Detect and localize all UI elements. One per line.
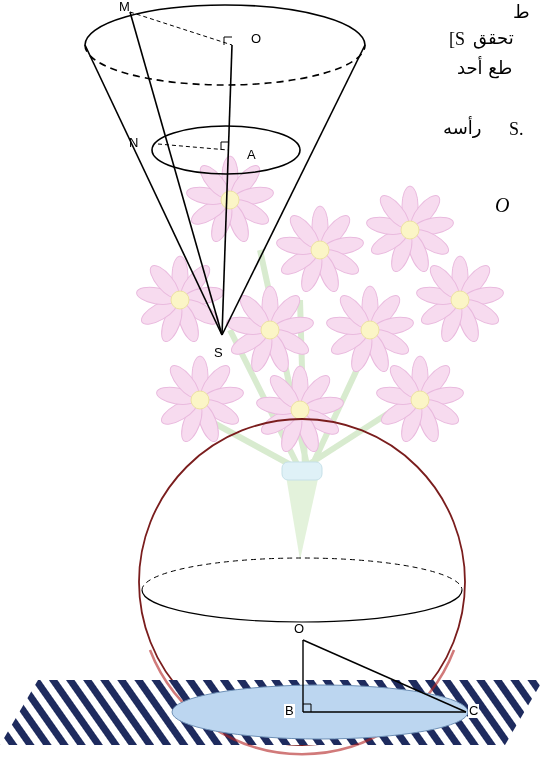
- cut-text: O: [494, 194, 510, 216]
- cut-text: S.: [508, 120, 525, 140]
- point-label: N: [128, 136, 139, 150]
- point-label: O: [250, 32, 262, 46]
- point-label: S: [213, 346, 224, 360]
- point-label: C: [468, 704, 479, 718]
- point-label: A: [246, 148, 257, 162]
- cut-text: [S: [448, 30, 466, 50]
- point-label: M: [118, 0, 131, 14]
- cut-text: ط: [512, 2, 531, 22]
- cut-text: تحقق: [472, 28, 515, 48]
- point-label: O: [293, 622, 305, 636]
- cut-text: طع أحد: [456, 58, 513, 78]
- point-label: B: [284, 704, 295, 718]
- cut-text: رأسه: [442, 118, 482, 138]
